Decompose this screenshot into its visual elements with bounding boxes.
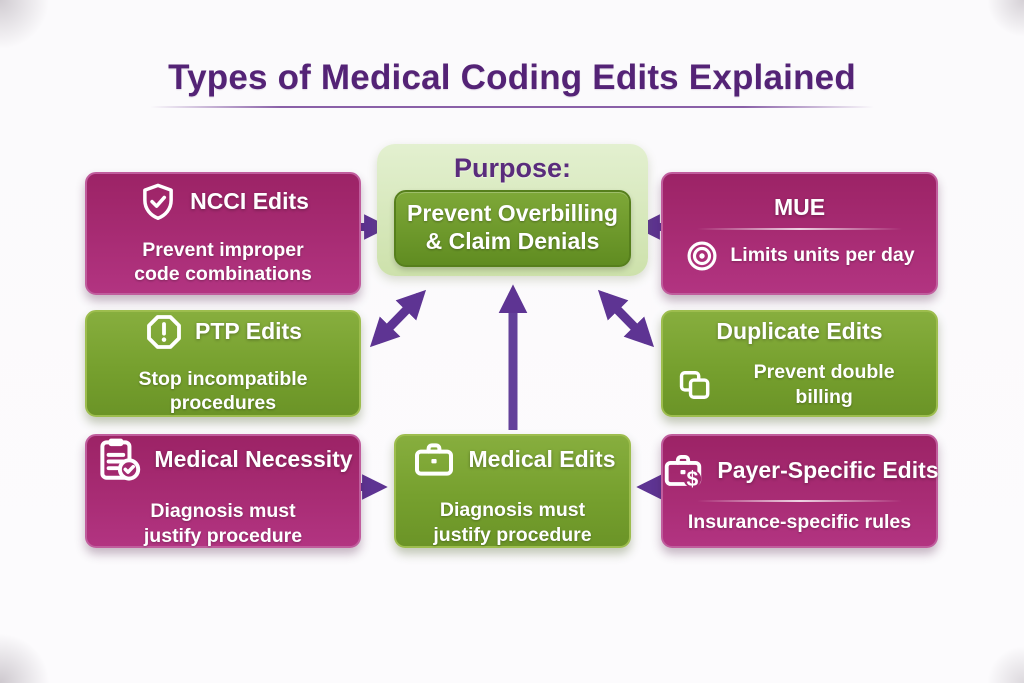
arrow-duplicate-purpose-double	[597, 289, 655, 348]
box-medical-edits: Medical Edits Diagnosis must justify pro…	[394, 434, 631, 548]
briefcase-icon	[414, 443, 453, 476]
necessity-title: Medical Necessity	[154, 445, 353, 472]
ptp-body: Stop incompatible procedures	[138, 367, 308, 414]
target-icon	[687, 241, 717, 270]
payer-title: Payer-Specific Edits	[717, 456, 939, 483]
necessity-body: Diagnosis must justify procedure	[143, 500, 303, 547]
mue-body: Limits units per day	[730, 244, 915, 267]
stop-octagon-icon	[147, 314, 181, 349]
box-ptp-edits: PTP Edits Stop incompatible procedures	[85, 310, 361, 417]
box-medical-necessity: Medical Necessity Diagnosis must justify…	[85, 434, 361, 548]
ncci-header: NCCI Edits	[137, 181, 309, 223]
ncci-title: NCCI Edits	[190, 188, 309, 215]
ptp-title: PTP Edits	[195, 318, 302, 345]
ncci-body: Prevent improper code combinations	[134, 238, 312, 285]
divider	[697, 500, 902, 503]
copy-icon	[679, 370, 710, 399]
medical-body: Diagnosis must justify procedure	[433, 499, 592, 546]
box-duplicate-edits: Duplicate Edits Prevent double billing	[661, 310, 938, 417]
necessity-header: Medical Necessity	[93, 434, 353, 484]
box-mue: MUE Limits units per day	[661, 172, 938, 295]
divider	[697, 227, 902, 230]
svg-text:$: $	[687, 468, 699, 491]
arrow-ptp-purpose-double	[369, 289, 427, 348]
duplicate-body: Prevent double billing	[753, 361, 895, 408]
title-underline	[150, 106, 874, 108]
mue-title: MUE	[773, 193, 826, 220]
ptp-header: PTP Edits	[144, 312, 302, 352]
page-title: Types of Medical Coding Edits Explained	[168, 58, 856, 97]
clipboard-check-icon	[100, 438, 141, 481]
medical-header: Medical Edits	[410, 435, 616, 483]
purpose-label: Purpose:	[453, 153, 572, 183]
duplicate-body-row: Prevent double billing	[675, 360, 924, 408]
purpose-box: Purpose: Prevent Overbilling & Claim Den…	[377, 144, 648, 276]
mue-body-row: Limits units per day	[684, 238, 915, 274]
payer-header: $ Payer-Specific Edits	[660, 447, 939, 493]
shield-check-icon	[143, 183, 173, 220]
briefcase-dollar-icon: $	[665, 455, 702, 491]
payer-body: Insurance-specific rules	[687, 511, 912, 534]
purpose-statement: Prevent Overbilling & Claim Denials	[394, 190, 631, 268]
box-payer-specific-edits: $ Payer-Specific Edits Insurance-specifi…	[660, 434, 939, 548]
medical-title: Medical Edits	[468, 445, 616, 472]
duplicate-title: Duplicate Edits	[716, 318, 883, 345]
box-ncci-edits: NCCI Edits Prevent improper code combina…	[85, 172, 361, 295]
